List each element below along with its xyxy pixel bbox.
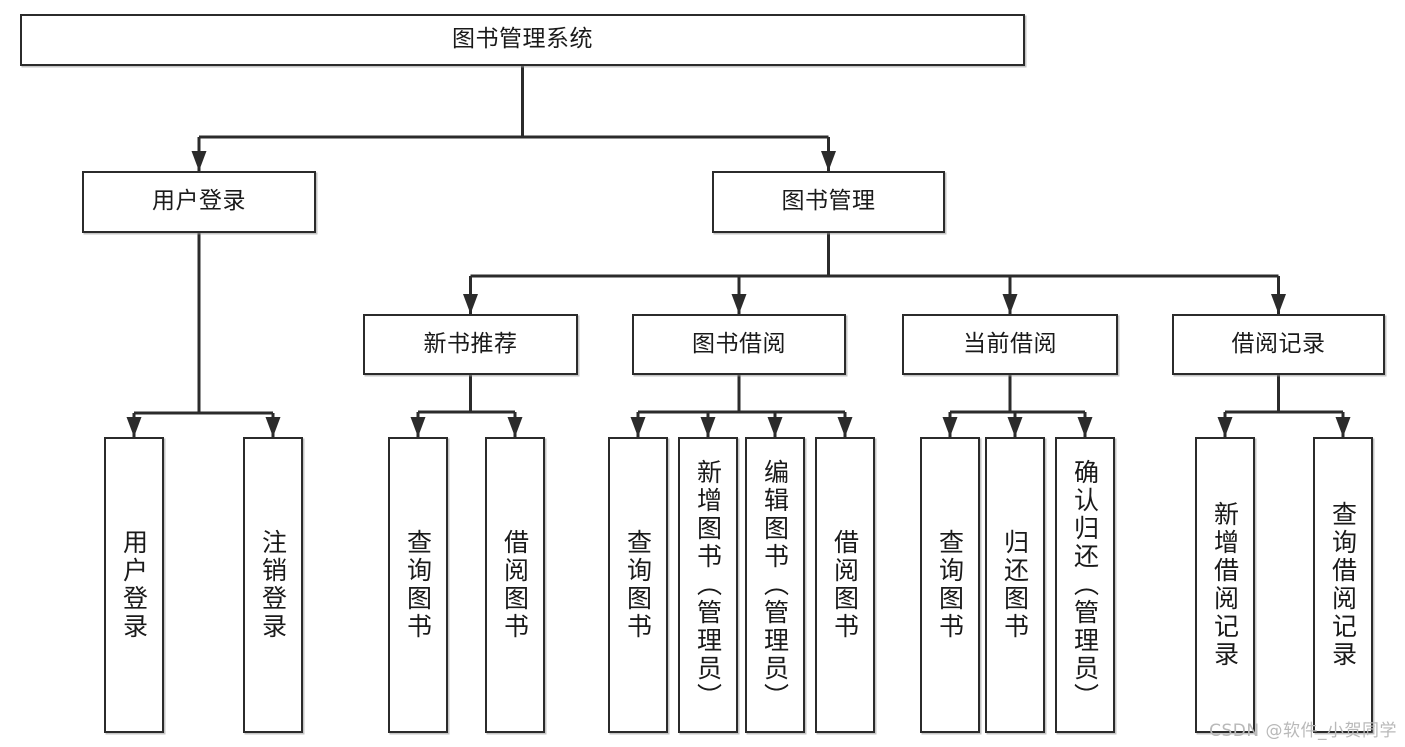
node-label: 归还图书 bbox=[1000, 529, 1030, 641]
node-leaf-user-login[interactable]: 用户登录 bbox=[104, 437, 164, 733]
node-label: 用户登录 bbox=[119, 529, 149, 641]
node-leaf-edit-book[interactable]: 编辑图书（管理员） bbox=[745, 437, 805, 733]
node-label: 查询图书 bbox=[623, 529, 653, 641]
node-label: 图书借阅 bbox=[692, 330, 786, 357]
node-label: 编辑图书（管理员） bbox=[760, 459, 790, 711]
node-label: 图书管理系统 bbox=[452, 26, 593, 53]
node-label: 新书推荐 bbox=[423, 330, 518, 357]
node-leaf-query-record[interactable]: 查询借阅记录 bbox=[1313, 437, 1373, 733]
node-book-manage[interactable]: 图书管理 bbox=[712, 171, 945, 233]
node-label: 借阅图书 bbox=[830, 529, 860, 641]
node-leaf-query-book-1[interactable]: 查询图书 bbox=[388, 437, 448, 733]
node-leaf-logout[interactable]: 注销登录 bbox=[243, 437, 303, 733]
node-leaf-confirm-return[interactable]: 确认归还（管理员） bbox=[1055, 437, 1115, 733]
node-leaf-return-book[interactable]: 归还图书 bbox=[985, 437, 1045, 733]
node-new-book-rec[interactable]: 新书推荐 bbox=[363, 314, 578, 375]
node-leaf-add-book[interactable]: 新增图书（管理员） bbox=[678, 437, 738, 733]
node-user-login[interactable]: 用户登录 bbox=[82, 171, 316, 233]
node-label: 当前借阅 bbox=[963, 330, 1057, 357]
node-leaf-add-record[interactable]: 新增借阅记录 bbox=[1195, 437, 1255, 733]
node-label: 用户登录 bbox=[152, 188, 246, 215]
node-label: 查询图书 bbox=[935, 529, 965, 641]
node-label: 确认归还（管理员） bbox=[1070, 459, 1100, 711]
node-label: 查询借阅记录 bbox=[1328, 501, 1358, 669]
node-label: 借阅记录 bbox=[1231, 330, 1326, 357]
node-label: 注销登录 bbox=[258, 529, 288, 641]
node-borrow-record[interactable]: 借阅记录 bbox=[1172, 314, 1385, 375]
node-current-borrow[interactable]: 当前借阅 bbox=[902, 314, 1118, 375]
node-label: 新增借阅记录 bbox=[1210, 501, 1240, 669]
node-leaf-borrow-book-2[interactable]: 借阅图书 bbox=[815, 437, 875, 733]
node-label: 新增图书（管理员） bbox=[693, 459, 723, 711]
node-leaf-query-book-2[interactable]: 查询图书 bbox=[608, 437, 668, 733]
node-leaf-query-book-3[interactable]: 查询图书 bbox=[920, 437, 980, 733]
node-label: 查询图书 bbox=[403, 529, 433, 641]
watermark-text: CSDN @软件_小贺同学 bbox=[1209, 721, 1397, 741]
node-leaf-borrow-book-1[interactable]: 借阅图书 bbox=[485, 437, 545, 733]
node-root[interactable]: 图书管理系统 bbox=[20, 14, 1025, 66]
node-book-borrow[interactable]: 图书借阅 bbox=[632, 314, 846, 375]
node-label: 图书管理 bbox=[781, 188, 876, 215]
node-label: 借阅图书 bbox=[500, 529, 530, 641]
